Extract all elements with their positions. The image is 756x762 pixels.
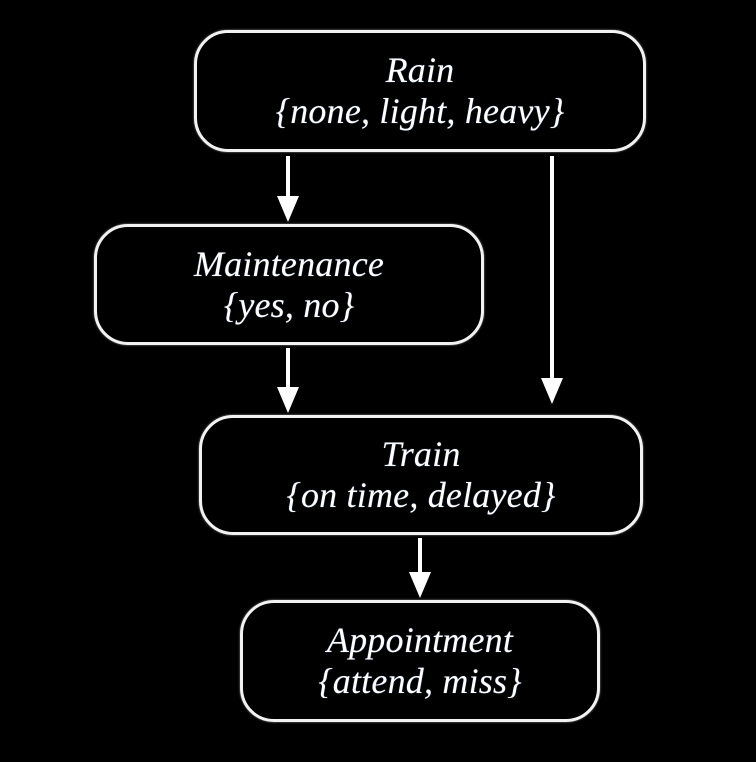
node-appointment[interactable]: Appointment {attend, miss} — [240, 600, 600, 722]
node-rain-states: {none, light, heavy} — [275, 91, 565, 131]
node-train[interactable]: Train {on time, delayed} — [199, 415, 643, 535]
node-maintenance[interactable]: Maintenance {yes, no} — [94, 224, 484, 345]
node-rain-title: Rain — [385, 50, 455, 91]
node-maintenance-states: {yes, no} — [223, 284, 355, 325]
node-maintenance-title: Maintenance — [193, 243, 385, 284]
node-train-states: {on time, delayed} — [286, 475, 556, 515]
node-train-title: Train — [381, 434, 461, 475]
node-rain[interactable]: Rain {none, light, heavy} — [194, 30, 646, 152]
node-appointment-title: Appointment — [326, 620, 514, 661]
node-appointment-states: {attend, miss} — [318, 661, 522, 701]
